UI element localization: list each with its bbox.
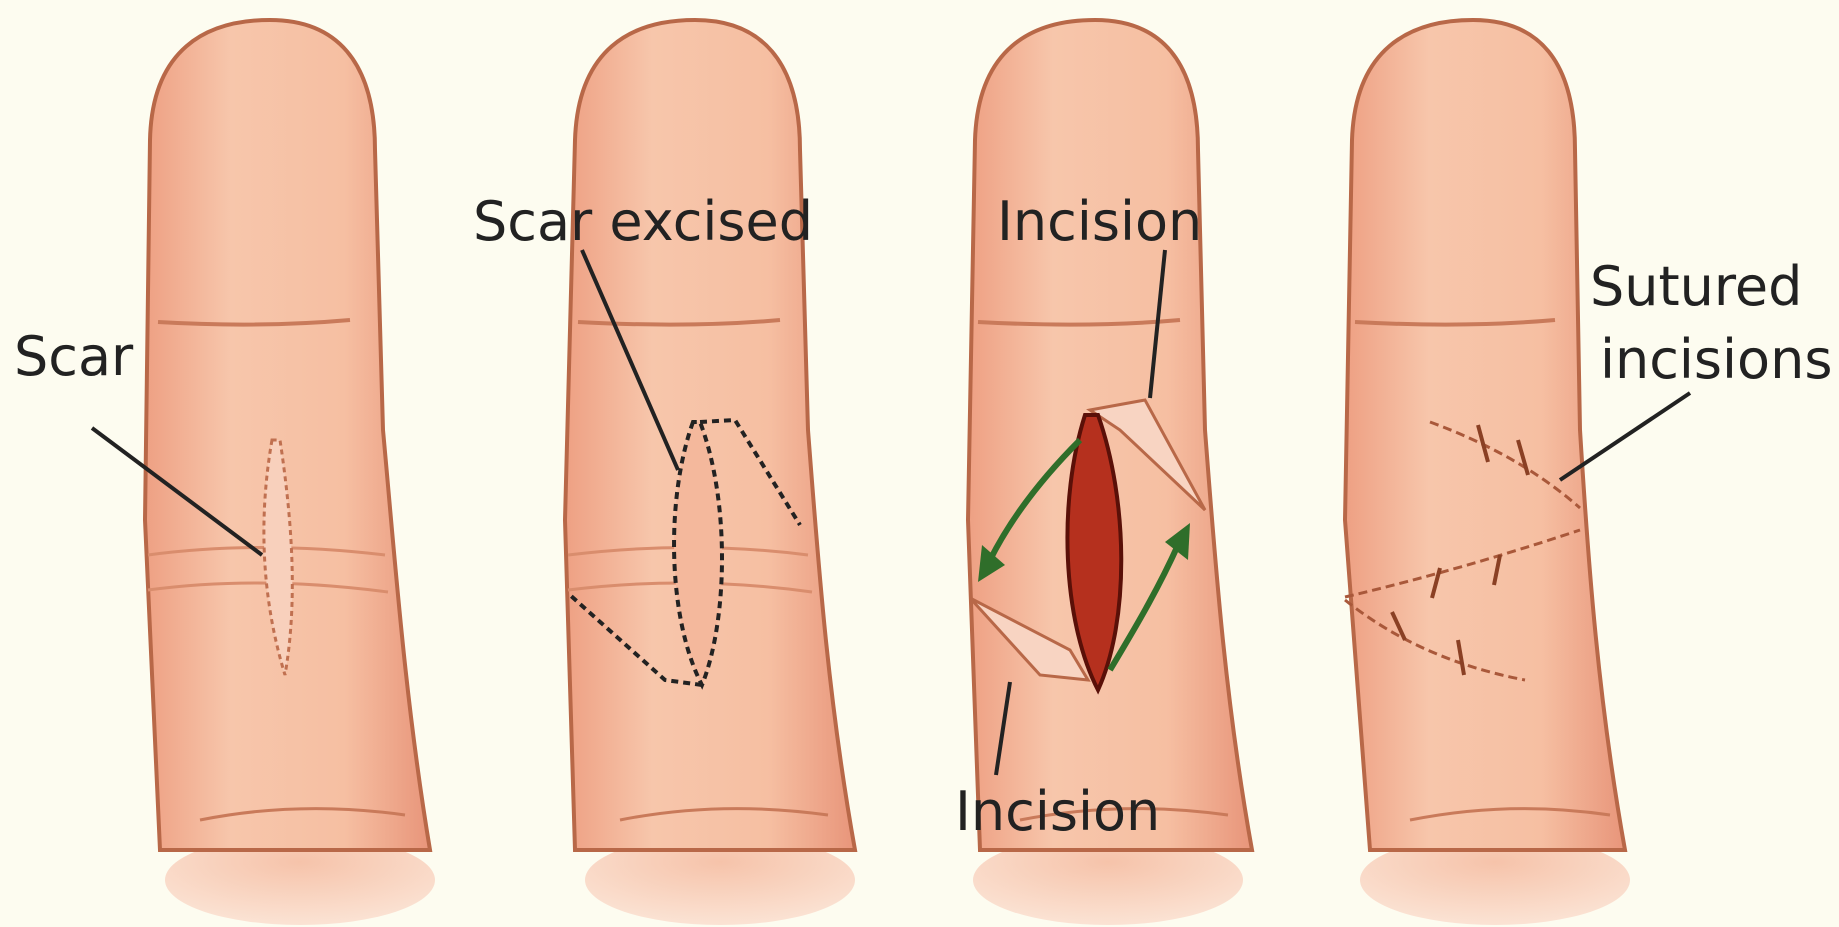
label-incision-bottom: Incision: [955, 780, 1160, 843]
label-scar: Scar: [14, 325, 134, 388]
label-incision-top: Incision: [997, 190, 1202, 253]
label-sutured-line2: incisions: [1600, 328, 1832, 391]
label-sutured-line1: Sutured: [1590, 255, 1802, 318]
label-scar-excised: Scar excised: [473, 190, 813, 253]
